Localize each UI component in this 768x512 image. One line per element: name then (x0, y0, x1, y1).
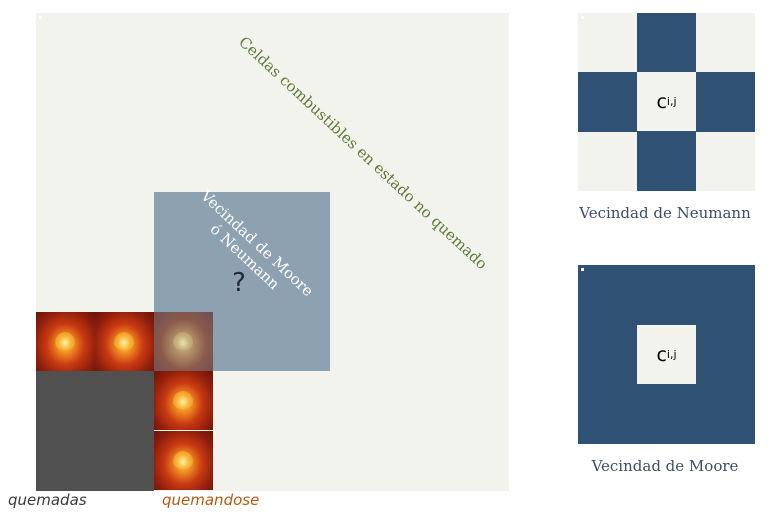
fire-icon (114, 332, 134, 350)
center-cell-subscript: i,j (666, 95, 677, 108)
fire-icon (173, 451, 193, 469)
neighbor-cell-west (578, 72, 637, 132)
burning-cell-fire-icon (36, 312, 95, 371)
corner-mark (581, 268, 584, 271)
question-mark: ? (232, 268, 246, 298)
burning-cell-fire-icon-under-overlay (154, 312, 213, 371)
burning-cell-fire-icon (154, 371, 213, 430)
corner-mark (39, 16, 42, 19)
neumann-caption: Vecindad de Neumann (579, 204, 751, 222)
burning-cell-fire-icon (154, 431, 213, 490)
burned-legend-label: quemadas (8, 491, 87, 509)
burned-cells-block (36, 371, 154, 491)
neighbor-cell-south (637, 131, 696, 191)
center-cell-subscript: i,j (666, 348, 677, 361)
center-cell-label: c (656, 343, 667, 366)
fire-icon (173, 332, 193, 350)
neighbor-cell-north (637, 13, 696, 73)
burning-cell-fire-icon (95, 312, 154, 371)
fire-icon (173, 391, 193, 409)
burning-legend-label: quemandose (162, 491, 260, 509)
moore-caption: Vecindad de Moore (591, 457, 739, 475)
corner-mark (581, 16, 584, 19)
neighbor-cell-east (696, 72, 755, 132)
fire-icon (55, 332, 75, 350)
center-cell-label: c (656, 90, 667, 113)
